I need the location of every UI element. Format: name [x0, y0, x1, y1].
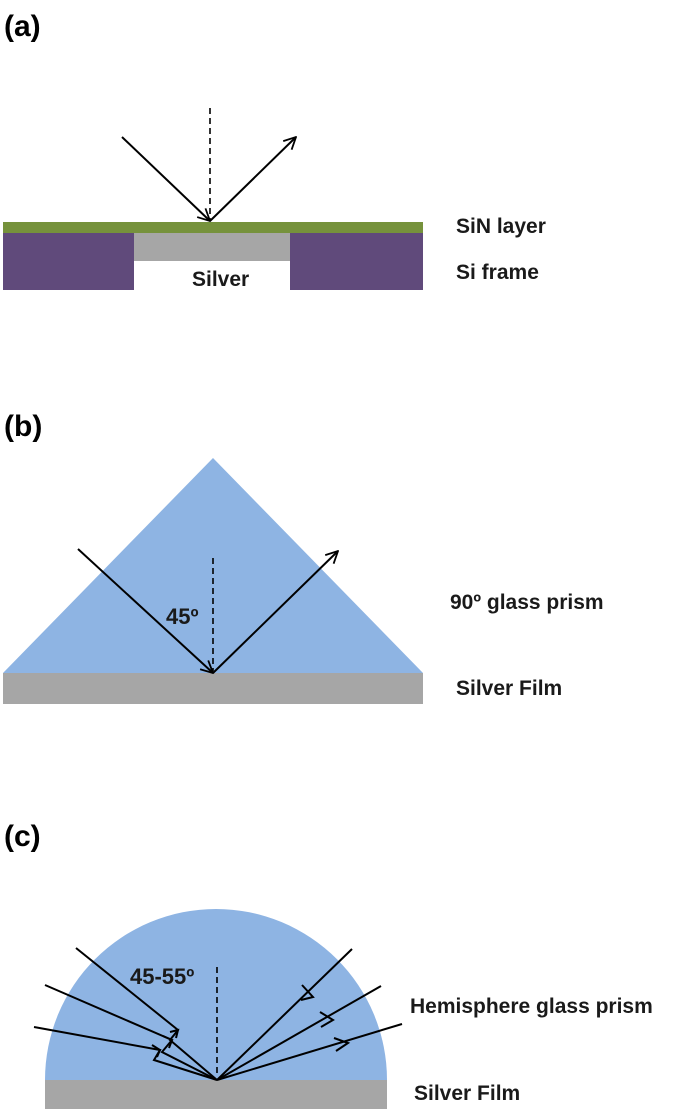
panel-b-label: (b): [4, 410, 42, 443]
prism-label-c: Hemisphere glass prism: [410, 995, 653, 1018]
incident-ray-c-2: [44, 984, 218, 1081]
panel-c: (c) 45-55º Hemisphere glass prism Silver…: [4, 820, 653, 1109]
hemisphere-prism: [45, 909, 387, 1080]
panel-b: (b) 45º 90º glass prism Silver Film: [3, 410, 604, 704]
si-frame-label: Si frame: [456, 261, 539, 284]
silver-film-a: [134, 233, 290, 261]
reflected-arrow-c-2: [319, 1011, 335, 1028]
silver-film-c: [45, 1080, 387, 1109]
panel-a: (a) Silver SiN layer Si frame: [3, 10, 546, 291]
incident-ray-c-3-arrow: [151, 1044, 162, 1058]
reflected-ray-c-2: [216, 985, 382, 1081]
incident-ray-c-2-arrow: [162, 1035, 174, 1049]
incident-ray-b: [77, 548, 213, 673]
triangle-prism: [3, 458, 423, 673]
incident-ray-c-1: [75, 947, 218, 1081]
incident-arrow-c-1: [169, 1028, 180, 1039]
reflected-ray-b: [212, 551, 338, 674]
silver-film-b: [3, 673, 423, 704]
angle-label-b: 45º: [166, 604, 199, 629]
film-label-c: Silver Film: [414, 1082, 520, 1105]
silver-label: Silver: [192, 268, 249, 291]
panel-c-label: (c): [4, 820, 41, 853]
reflected-ray-a: [209, 137, 296, 222]
panel-a-label: (a): [4, 10, 41, 43]
si-frame-left: [3, 233, 134, 290]
sin-layer-label: SiN layer: [456, 215, 546, 238]
si-frame-right: [290, 233, 423, 290]
angle-label-c: 45-55º: [130, 964, 194, 989]
sin-layer: [3, 222, 423, 233]
reflected-ray-c-1: [216, 948, 353, 1081]
reflected-ray-c-3: [216, 1023, 403, 1081]
reflected-arrow-c-1: [300, 984, 315, 1001]
reflected-arrow-c-3: [333, 1037, 351, 1052]
film-label-b: Silver Film: [456, 677, 562, 700]
prism-label-b: 90º glass prism: [450, 591, 604, 614]
incident-ray-a: [121, 136, 210, 221]
